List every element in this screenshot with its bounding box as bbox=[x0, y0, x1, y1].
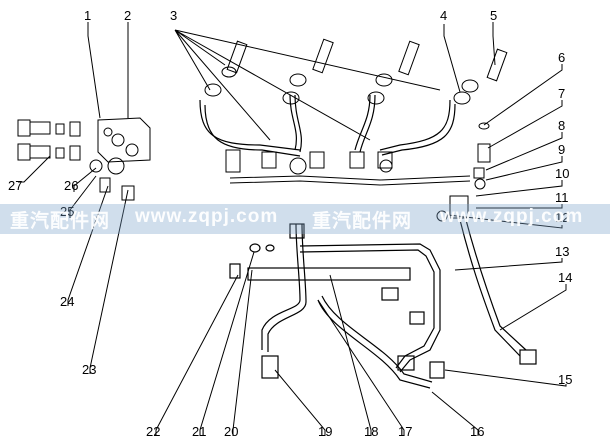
part-label: 26 bbox=[64, 178, 78, 193]
part-label: 27 bbox=[8, 178, 22, 193]
part-label: 4 bbox=[440, 8, 447, 23]
part-label: 9 bbox=[558, 142, 565, 157]
injectors bbox=[204, 38, 508, 105]
part-label: 19 bbox=[318, 424, 332, 439]
part-label: 12 bbox=[555, 210, 569, 225]
watermark-url-left: www.zqpj.com bbox=[135, 206, 279, 227]
part-label: 24 bbox=[60, 294, 74, 309]
fuel-rail bbox=[225, 149, 471, 186]
part-label: 10 bbox=[555, 166, 569, 181]
part-label: 21 bbox=[192, 424, 206, 439]
fittings-left bbox=[89, 157, 135, 201]
part-labels: 1 2 3 4 5 6 7 8 9 10 11 12 13 14 15 16 1… bbox=[8, 8, 572, 439]
fittings-right bbox=[436, 122, 491, 222]
watermark-cn-left: 重汽配件网 bbox=[10, 211, 111, 232]
bolts bbox=[17, 119, 81, 161]
valve-block bbox=[97, 117, 151, 163]
upper-injector-pipes bbox=[199, 94, 456, 157]
watermark-url-right: www.zqpj.com bbox=[440, 206, 584, 227]
part-label: 23 bbox=[82, 362, 96, 377]
part-label: 6 bbox=[558, 50, 565, 65]
part-label: 3 bbox=[170, 8, 177, 23]
part-label: 25 bbox=[60, 204, 74, 219]
lower-pipes bbox=[229, 219, 537, 389]
part-label: 7 bbox=[558, 86, 565, 101]
part-label: 18 bbox=[364, 424, 378, 439]
part-label: 15 bbox=[558, 372, 572, 387]
part-label: 20 bbox=[224, 424, 238, 439]
watermark-cn-right: 重汽配件网 bbox=[312, 211, 413, 232]
part-label: 17 bbox=[398, 424, 412, 439]
part-label: 14 bbox=[558, 270, 572, 285]
part-label: 16 bbox=[470, 424, 484, 439]
part-label: 8 bbox=[558, 118, 565, 133]
part-label: 13 bbox=[555, 244, 569, 259]
part-label: 2 bbox=[124, 8, 131, 23]
part-label: 22 bbox=[146, 424, 160, 439]
part-label: 1 bbox=[84, 8, 91, 23]
leader-lines bbox=[18, 22, 567, 436]
part-label: 5 bbox=[490, 8, 497, 23]
part-label: 11 bbox=[555, 190, 569, 205]
watermark-band bbox=[0, 204, 610, 234]
